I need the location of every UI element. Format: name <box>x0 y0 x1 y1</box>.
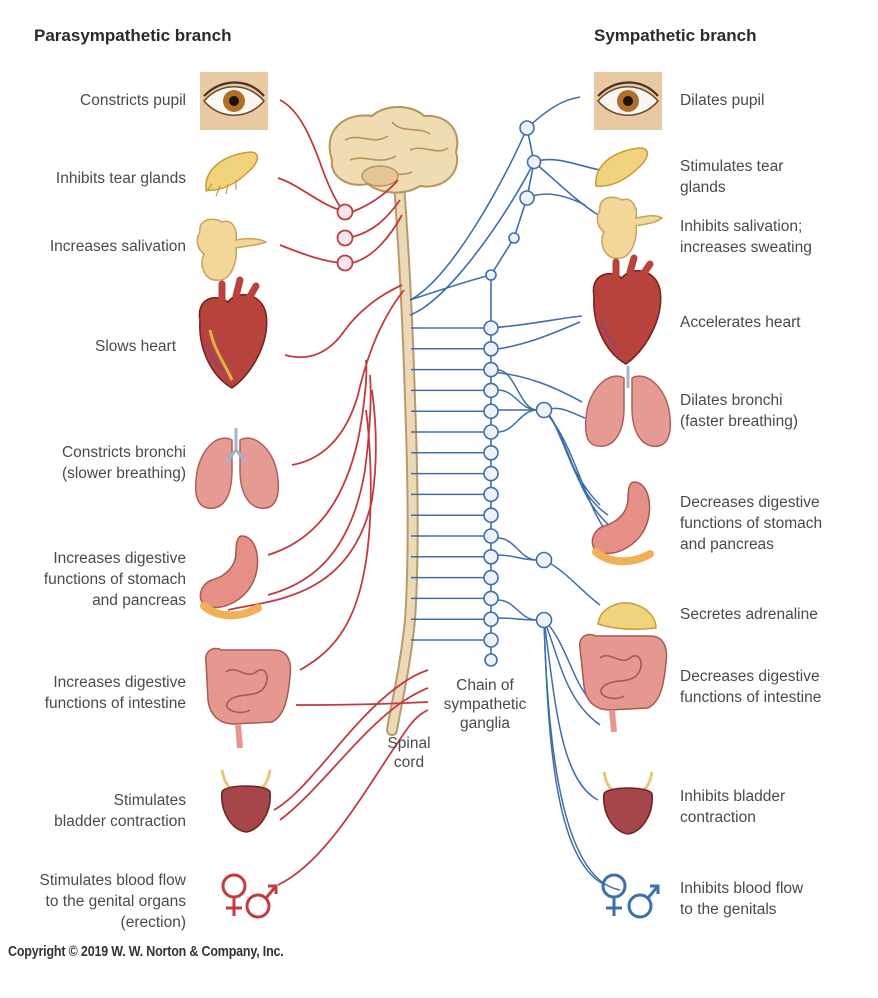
chain-ganglion <box>483 528 499 544</box>
chain-ganglion <box>483 486 499 503</box>
preganglionic-fiber <box>497 409 538 433</box>
eye-icon <box>200 72 268 130</box>
chain-ganglion <box>483 382 499 399</box>
parasympathetic-effect-label: Increases salivation <box>49 238 186 255</box>
lungs-icon <box>584 366 672 448</box>
chain-ganglion <box>483 632 499 648</box>
preganglionic-fiber <box>497 389 538 411</box>
sympathetic-effect-label: Accelerates heart <box>680 314 801 331</box>
tear-gland-icon <box>205 151 259 197</box>
sympathetic-outer-ganglia <box>485 120 553 629</box>
bladder-icon <box>602 771 654 835</box>
sympathetic-header: Sympathetic branch <box>594 26 757 45</box>
chain-ganglion <box>483 340 499 357</box>
parasympathetic-effect-label: Constricts bronchi(slower breathing) <box>61 444 186 482</box>
sympathetic-chain-ganglia <box>483 320 499 667</box>
preganglionic-fiber <box>497 554 538 561</box>
bladder-icon <box>220 769 272 833</box>
heart-icon <box>198 276 268 389</box>
sympathetic-rami <box>411 327 538 641</box>
chain-ganglion <box>483 569 499 586</box>
intestine-icon <box>205 647 292 749</box>
chain-ganglion <box>484 653 498 667</box>
preganglionic-fiber <box>497 537 538 561</box>
chain-ganglion <box>483 361 499 378</box>
parasympathetic-effect-label: Constricts pupil <box>80 92 186 109</box>
gender-symbols-icon <box>221 873 278 919</box>
gender-symbols-icon <box>601 873 660 919</box>
sympathetic-effect-label: Dilates pupil <box>680 92 765 109</box>
stomach-icon <box>199 535 262 620</box>
sympathetic-effect-label: Inhibits salivation;increases sweating <box>680 218 812 256</box>
chain-ganglion <box>483 320 499 336</box>
salivary-gland-icon <box>196 218 268 281</box>
chain-ganglion <box>483 611 499 628</box>
eye-icon <box>594 72 662 130</box>
heart-icon <box>592 254 662 365</box>
parasympathetic-effect-label: Inhibits tear glands <box>55 170 186 187</box>
sympathetic-collateral-fibers <box>543 407 621 891</box>
chain-ganglion <box>483 424 499 440</box>
chain-ganglion <box>483 507 499 524</box>
spinal-cord <box>386 164 419 736</box>
chain-ganglion <box>483 590 499 607</box>
salivary-gland-icon <box>596 196 664 259</box>
sympathetic-effect-label: Secretes adrenaline <box>680 606 818 623</box>
parasympathetic-ganglia <box>336 203 354 272</box>
parasympathetic-header: Parasympathetic branch <box>34 26 232 45</box>
tear-gland-icon <box>595 147 649 187</box>
chain-ganglion <box>483 403 499 420</box>
intestine-icon <box>579 633 668 733</box>
parasympathetic-fibers <box>227 99 429 886</box>
preganglionic-fiber <box>497 617 538 621</box>
chain-ganglion <box>483 548 499 565</box>
preganglionic-fiber <box>497 599 538 621</box>
lungs-icon <box>194 428 280 510</box>
copyright-notice: Copyright © 2019 W. W. Norton & Company,… <box>8 944 284 960</box>
stomach-icon <box>591 481 654 566</box>
chain-ganglion <box>483 444 499 461</box>
parasympathetic-effect-label: Slows heart <box>95 338 176 355</box>
adrenal-gland-icon <box>597 602 657 630</box>
chain-ganglion <box>483 465 499 482</box>
brain-icon <box>328 106 459 194</box>
sympathetic-effect-label: Dilates bronchi(faster breathing) <box>680 392 799 430</box>
